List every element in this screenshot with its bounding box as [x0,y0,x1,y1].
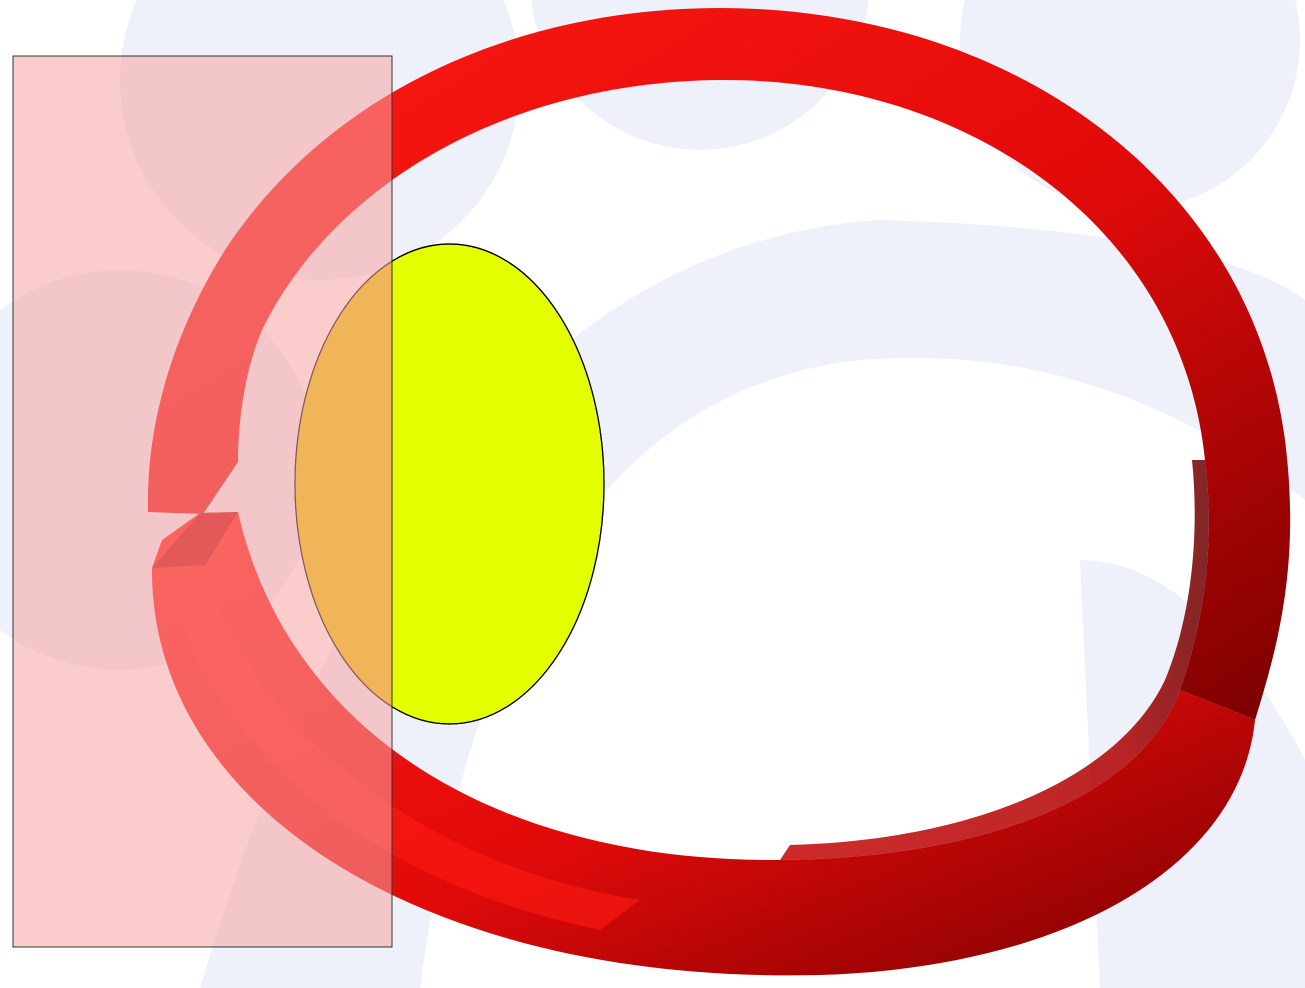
translucent-rectangle [13,56,392,947]
